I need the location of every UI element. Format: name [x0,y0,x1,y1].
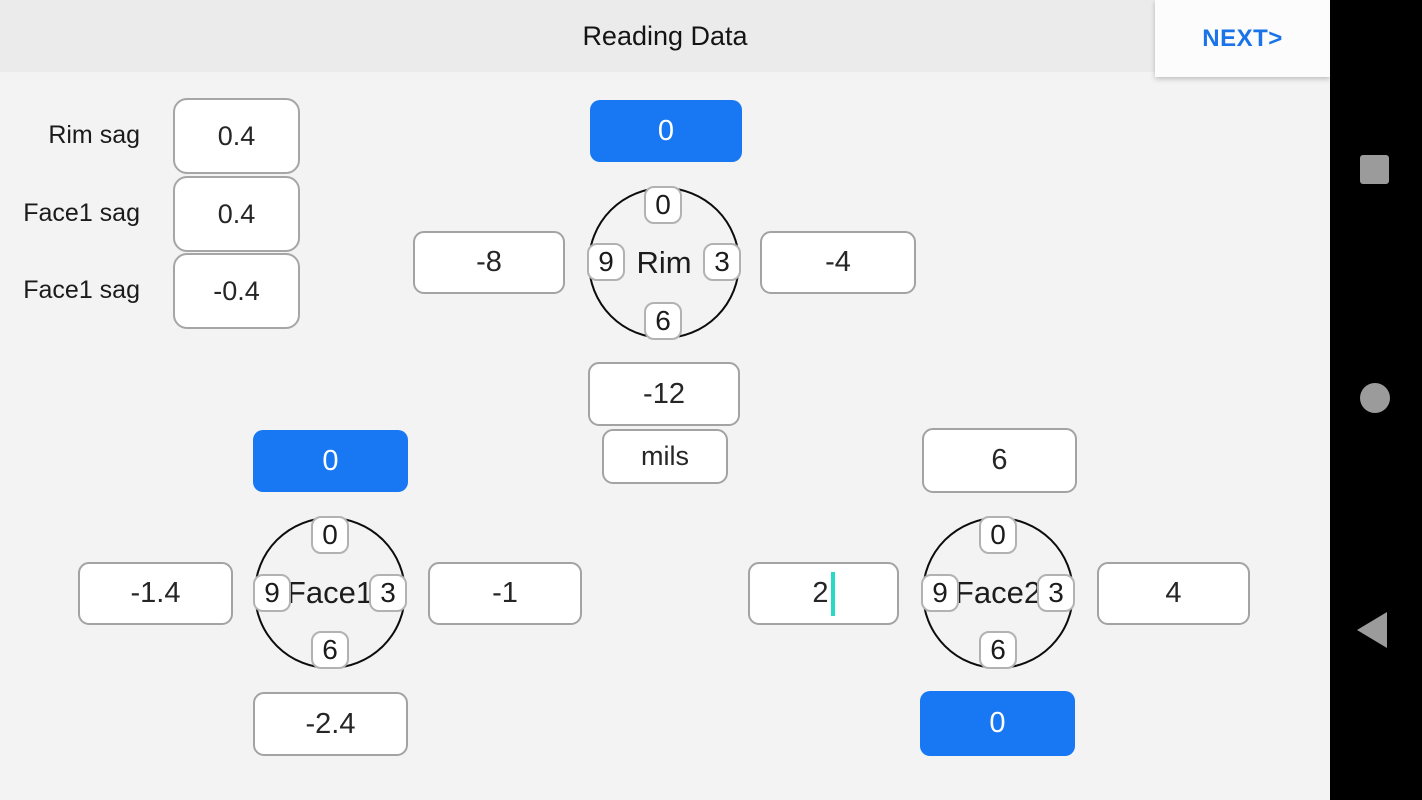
rim-reading-bottom[interactable]: -12 [588,362,740,426]
title-bar: Reading Data [0,0,1330,72]
rim-dial-label: Rim [636,245,692,280]
face2-reading-bottom[interactable]: 0 [920,691,1075,756]
face2-clock-6-chip: 6 [979,631,1017,669]
rim-reading-right[interactable]: -4 [760,231,916,294]
units-button[interactable]: mils [602,429,728,484]
face1-dial-label: Face1 [286,575,374,610]
rim-sag-input[interactable]: 0.4 [173,98,300,174]
rim-reading-left[interactable]: -8 [413,231,565,294]
face1-reading-bottom[interactable]: -2.4 [253,692,408,756]
face1-reading-left[interactable]: -1.4 [78,562,233,625]
rim-sag-label: Rim sag [48,121,140,149]
face2-dial-label: Face2 [954,575,1042,610]
text-cursor [830,571,835,616]
face1-clock-9-chip: 9 [253,574,291,612]
face1-reading-right[interactable]: -1 [428,562,582,625]
face1-sag-input[interactable]: 0.4 [173,176,300,252]
face1-sag-input-2[interactable]: -0.4 [173,253,300,329]
page-title: Reading Data [582,21,748,51]
back-icon[interactable] [1357,612,1387,648]
rim-clock-6-chip: 6 [644,302,682,340]
face1-clock-0-chip: 0 [311,516,349,554]
face1-sag-label-2: Face1 sag [23,276,140,304]
rim-reading-top[interactable]: 0 [590,100,742,162]
face1-clock-3-chip: 3 [369,574,407,612]
face2-clock-0-chip: 0 [979,516,1017,554]
rim-clock-0-chip: 0 [644,186,682,224]
face2-reading-right[interactable]: 4 [1097,562,1250,625]
face1-sag-label: Face1 sag [23,199,140,227]
face2-reading-left-focused[interactable]: 2 [748,562,899,625]
rim-clock-3-chip: 3 [703,243,741,281]
home-icon[interactable] [1360,383,1390,413]
face2-reading-left-value: 2 [812,577,829,609]
face1-clock-6-chip: 6 [311,631,349,669]
face2-clock-3-chip: 3 [1037,574,1075,612]
recents-icon[interactable] [1360,155,1389,184]
next-button[interactable]: NEXT> [1155,0,1330,77]
face2-reading-top[interactable]: 6 [922,428,1077,493]
face1-reading-top[interactable]: 0 [253,430,408,492]
rim-clock-9-chip: 9 [587,243,625,281]
face2-clock-9-chip: 9 [921,574,959,612]
